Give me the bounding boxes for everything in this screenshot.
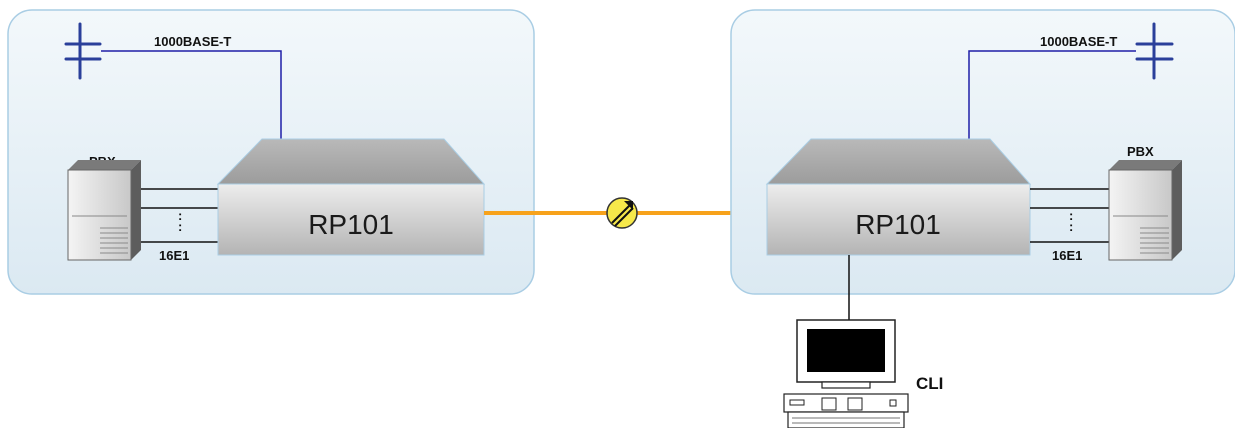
- ethernet-link-line: [968, 50, 1136, 146]
- e1-dots: :: [1069, 208, 1073, 223]
- rp101-device-right: RP101: [765, 138, 1032, 256]
- e1-label: 16E1: [159, 248, 189, 263]
- ethernet-label: 1000BASE-T: [154, 34, 231, 49]
- e1-lines: [141, 188, 220, 243]
- e1-dots: :: [178, 208, 182, 223]
- left-site: 1000BASE-T PBX : : 16E1: [7, 9, 535, 295]
- ethernet-label: 1000BASE-T: [1040, 34, 1117, 49]
- device-label: RP101: [308, 209, 394, 240]
- e1-lines: [1030, 188, 1109, 243]
- e1-label: 16E1: [1052, 248, 1082, 263]
- pbx-server-icon: [1108, 160, 1182, 261]
- line-repeater-icon: [606, 197, 638, 229]
- pbx-label: PBX: [1127, 144, 1154, 159]
- ethernet-link-line: [101, 50, 282, 146]
- pbx-server-icon: [67, 160, 141, 261]
- computer-terminal-icon: [783, 319, 909, 428]
- rp101-device-left: RP101: [216, 138, 486, 256]
- device-label: RP101: [855, 209, 941, 240]
- cli-label: CLI: [916, 374, 943, 393]
- right-site: 1000BASE-T RP101 : : 16E1 PBX: [730, 9, 1235, 295]
- ethernet-bus-icon: [1135, 22, 1174, 80]
- e1-dots-2: :: [178, 219, 182, 234]
- e1-dots-2: :: [1069, 219, 1073, 234]
- ethernet-bus-icon: [64, 22, 102, 80]
